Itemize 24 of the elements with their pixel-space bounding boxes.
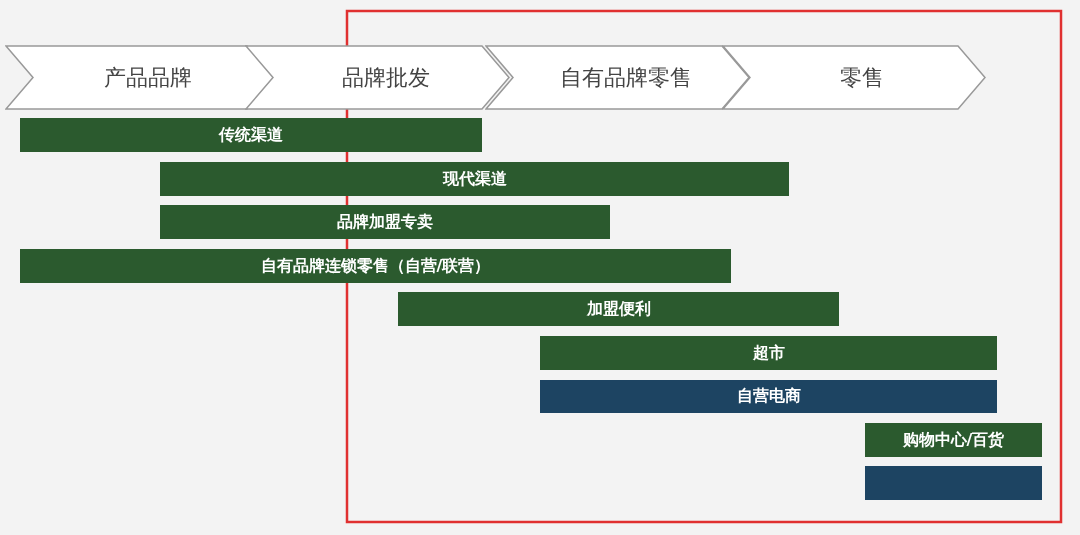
step-label: 零售 xyxy=(840,63,884,92)
bar-label: 品牌加盟专卖 xyxy=(337,211,433,233)
timeline-bar xyxy=(865,423,1042,457)
timeline-bar xyxy=(20,249,731,283)
bar-label: 加盟便利 xyxy=(586,298,651,320)
timeline-bar xyxy=(20,118,482,152)
timeline-bar xyxy=(540,336,997,370)
step-label: 产品品牌 xyxy=(104,63,192,92)
step-label: 自有品牌零售 xyxy=(559,63,692,92)
bar-label: 传统渠道 xyxy=(219,124,283,146)
timeline-bar xyxy=(865,466,1042,500)
chevron-step xyxy=(245,45,510,110)
step-label: 品牌批发 xyxy=(341,63,430,92)
timeline-bar xyxy=(540,380,997,413)
chevron-step xyxy=(5,45,275,110)
timeline-bar xyxy=(160,205,610,239)
timeline-bar xyxy=(398,292,839,326)
chevron-step xyxy=(722,45,986,110)
bar-label: 购物中心/百货 xyxy=(902,429,1005,451)
bar-label: 自有品牌连锁零售（自营/联营） xyxy=(260,255,491,277)
bar-label: 现代渠道 xyxy=(442,168,507,190)
bar-label: 自营电商 xyxy=(736,386,801,407)
bar-label: 超市 xyxy=(752,342,785,364)
timeline-bar xyxy=(160,162,789,196)
